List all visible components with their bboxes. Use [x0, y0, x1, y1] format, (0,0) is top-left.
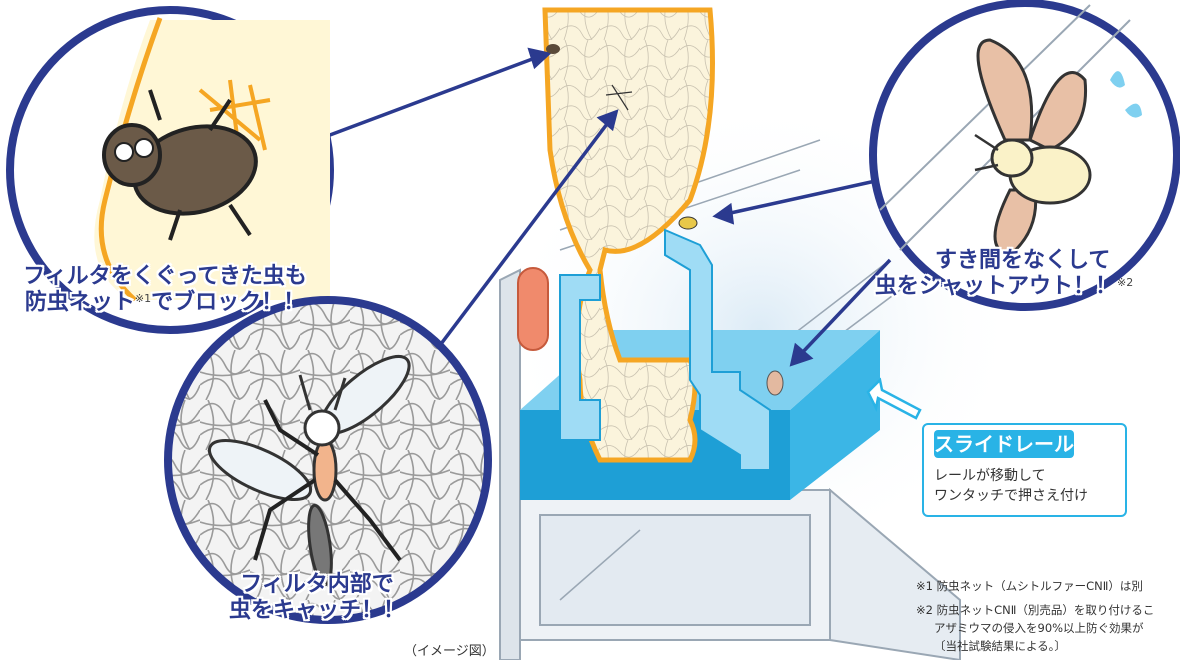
mosquito-circle — [164, 296, 492, 624]
callout-gap-shutout: すき間をなくして 虫をシャットアウト！！※2 — [875, 248, 1180, 301]
footnote-1: ※1 防虫ネット（ムシトルファーCNⅡ）は別 — [916, 579, 1143, 593]
callout-net-block-ref: ※1 — [134, 292, 152, 306]
callout-net-block-line2a: 防虫ネット — [24, 290, 135, 316]
callout-net-block-line2: 防虫ネット※1でブロック！！ — [0, 290, 330, 316]
beetle-small-icon — [546, 44, 560, 54]
callout-gap-line2-text: 虫をシャットアウト！！ — [875, 274, 1118, 300]
callout-catch-line2: 虫をキャッチ！！ — [228, 598, 405, 624]
callout-net-block-line1: フィルタをくぐってきた虫も — [23, 264, 307, 289]
housing-frame — [499, 139, 961, 660]
callout-catch-line1: フィルタ内部で — [240, 572, 394, 597]
callout-net-block-line2b: でブロック！！ — [151, 290, 306, 316]
beetle-circle — [6, 6, 334, 334]
callout-net-block: フィルタをくぐってきた虫も 防虫ネット※1でブロック！！ — [0, 264, 330, 317]
slide-rail-label: スライドレール レールが移動して ワンタッチで押さえ付け — [922, 423, 1127, 517]
slide-rail-title: スライドレール — [934, 430, 1074, 458]
slide-rail-desc-line2: ワンタッチで押さえ付け — [934, 488, 1088, 504]
footnote-2-line2: アザミウマの侵入を90%以上防ぐ効果が — [934, 621, 1144, 635]
moth-small-icon — [766, 370, 784, 396]
callout-gap-line2: 虫をシャットアウト！！※2 — [875, 274, 1180, 300]
arrows — [289, 47, 892, 387]
footnote-2-line3: 〔当社試験結果による。〕 — [934, 639, 1066, 653]
slide-rail-pointer — [866, 377, 922, 420]
image-note: （イメージ図） — [404, 644, 495, 659]
callout-gap-line1: すき間をなくして — [935, 248, 1111, 273]
slide-rail-profile — [517, 228, 771, 471]
moth-icon — [974, 38, 1092, 257]
callout-gap-ref: ※2 — [1117, 276, 1134, 290]
footnote-2-line1: ※2 防虫ネットCNⅡ（別売品）を取り付けるこ — [916, 603, 1155, 617]
slide-rail-desc-line1: レールが移動して — [934, 468, 1046, 484]
beetle-icon — [102, 89, 258, 241]
mosquito-icon — [207, 354, 411, 587]
bee-small-icon — [678, 216, 698, 230]
moth-circle — [869, 0, 1180, 311]
callout-filter-catch: フィルタ内部で 虫をキャッチ！！ — [192, 572, 442, 625]
mosquito-small-icon — [605, 84, 633, 111]
